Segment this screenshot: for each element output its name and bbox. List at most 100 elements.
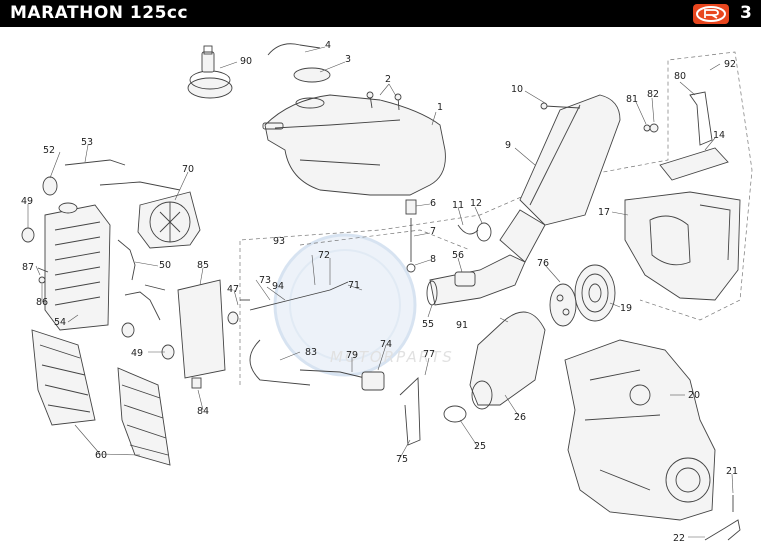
callout-49-bottom: 49: [131, 348, 143, 359]
radiator-cap: [42, 176, 58, 196]
tank-screws: [366, 91, 402, 111]
radiator-guard: [177, 279, 226, 379]
callout-53: 53: [81, 137, 93, 148]
callout-94: 94: [272, 281, 284, 292]
clip-84: [191, 377, 202, 389]
kick-pedal: [704, 519, 741, 541]
callout-7: 7: [430, 226, 436, 237]
fuel-tap: [405, 199, 417, 273]
fuel-cap: [187, 45, 233, 99]
coolant-hose: [124, 291, 161, 321]
fuel-tank: [262, 94, 446, 196]
callout-17: 17: [598, 207, 610, 218]
airbox: [624, 191, 741, 301]
callout-73: 73: [259, 275, 271, 286]
watermark: MOTORPARTS: [273, 233, 454, 377]
callout-2: 2: [385, 74, 391, 85]
callout-74: 74: [380, 339, 392, 350]
engine: [564, 339, 716, 521]
grommet: [227, 311, 239, 325]
callout-80: 80: [674, 71, 686, 82]
air-filter: [549, 264, 616, 327]
nut-82: [649, 123, 659, 133]
hose-clamp: [443, 405, 467, 423]
callout-86: 86: [36, 297, 48, 308]
watermark-text: MOTORPARTS: [330, 348, 454, 366]
coolant-hose-93: [249, 281, 349, 311]
screw-87: [37, 267, 49, 273]
callout-56: 56: [452, 250, 464, 261]
breather-hose: [267, 43, 321, 56]
callout-50: 50: [159, 260, 171, 271]
callout-25: 25: [474, 441, 486, 452]
callout-49-left: 49: [21, 196, 33, 207]
callout-84: 84: [197, 406, 209, 417]
radiator-louvres: [31, 329, 171, 466]
callout-9: 9: [505, 140, 511, 151]
callout-82: 82: [647, 89, 659, 100]
callout-72: 72: [318, 250, 330, 261]
callout-12: 12: [470, 198, 482, 209]
bolt-head: [540, 102, 548, 110]
callout-6: 6: [430, 198, 436, 209]
callout-85: 85: [197, 260, 209, 271]
radiator: [44, 202, 111, 331]
intake-boundary: [239, 51, 753, 385]
callout-71: 71: [348, 280, 360, 291]
intake-boot: [469, 311, 546, 410]
airbox-strap: [689, 91, 713, 146]
callout-8: 8: [430, 254, 436, 265]
callout-81: 81: [626, 94, 638, 105]
callout-54: 54: [54, 317, 66, 328]
coolant-hose-72: [299, 369, 366, 379]
page-number: 3: [740, 3, 752, 23]
exhaust-silencer: [499, 94, 621, 263]
exhaust-bolt: [544, 105, 581, 109]
callout-labels: 1 2 3 4 6 7 8 9 10 11 12 14 17 19 20 21 …: [21, 40, 738, 544]
model-title: MARATHON 125cc: [10, 3, 189, 23]
callout-52: 52: [43, 145, 55, 156]
callout-11: 11: [452, 200, 464, 211]
airbox-lid: [659, 147, 729, 181]
callout-60: 60: [95, 450, 107, 461]
callout-21: 21: [726, 466, 738, 477]
callout-1: 1: [437, 102, 443, 113]
exhaust-clamps: [454, 222, 492, 287]
grommet: [121, 322, 135, 338]
leader-lines: [27, 46, 734, 538]
cooling-fan: [99, 181, 201, 249]
callout-26: 26: [514, 412, 526, 423]
fuel-pump: [361, 371, 385, 391]
callout-90: 90: [240, 56, 252, 67]
overflow-hose: [64, 159, 126, 166]
callout-14: 14: [713, 130, 725, 141]
callout-70: 70: [182, 164, 194, 175]
callout-92: 92: [724, 59, 736, 70]
callout-91: 91: [456, 320, 468, 331]
exploded-parts-diagram: MOTORPARTS: [21, 40, 753, 544]
coolant-hose: [117, 239, 136, 281]
brand-logo: [693, 4, 729, 24]
callout-4: 4: [325, 40, 331, 51]
callout-77: 77: [423, 349, 435, 360]
callout-20: 20: [688, 390, 700, 401]
radiator-boundary: [299, 229, 471, 251]
washer-86: [38, 276, 46, 284]
callout-22: 22: [673, 533, 685, 544]
callout-79: 79: [346, 350, 358, 361]
exhaust-pipe: [426, 254, 526, 306]
callout-87: 87: [22, 262, 34, 273]
callout-19: 19: [620, 303, 632, 314]
callout-76: 76: [537, 258, 549, 269]
callout-47: 47: [227, 284, 239, 295]
pump-bracket: [399, 376, 421, 446]
page-header: MARATHON 125cc 3: [0, 0, 761, 27]
coolant-hose: [144, 284, 166, 291]
callout-75: 75: [396, 454, 408, 465]
brand-r-icon: [696, 6, 726, 22]
callout-93: 93: [273, 236, 285, 247]
callout-55: 55: [422, 319, 434, 330]
coolant-hose-94: [249, 339, 311, 386]
callout-3: 3: [345, 54, 351, 65]
callout-10: 10: [511, 84, 523, 95]
